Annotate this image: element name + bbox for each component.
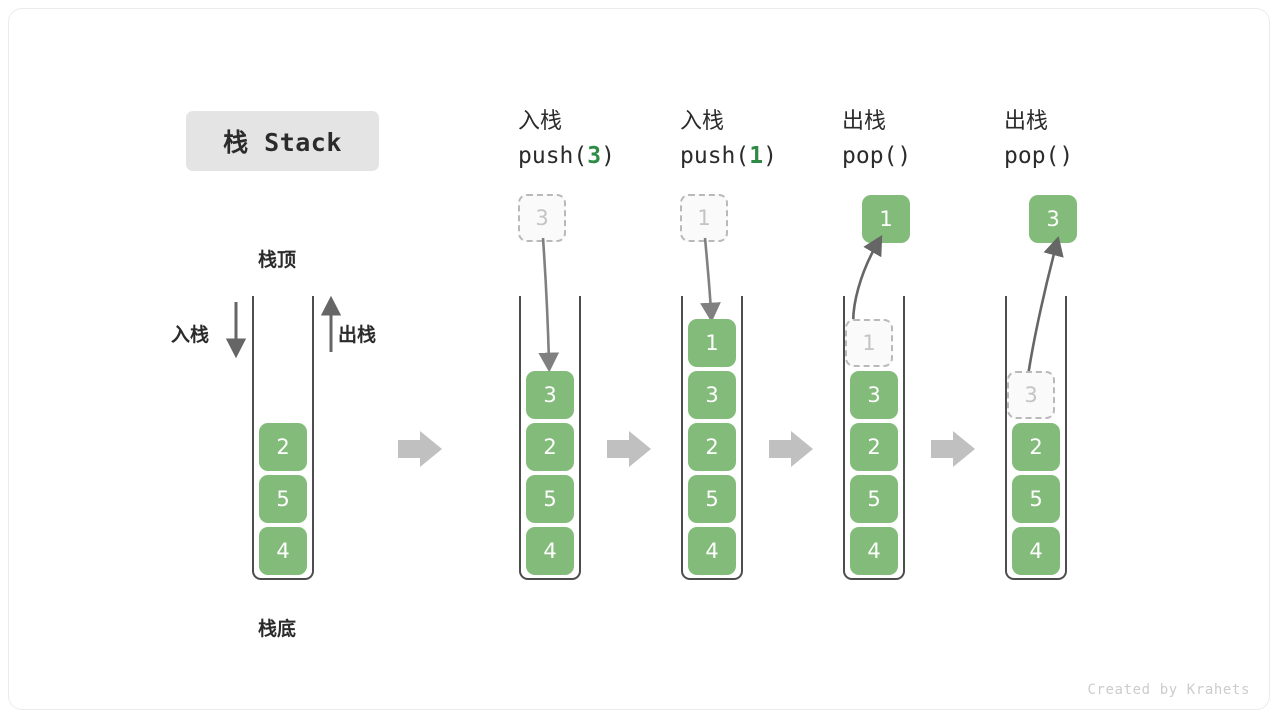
stack-cell: 5: [259, 475, 307, 523]
column-header-cn: 入栈: [680, 109, 725, 134]
column-header-code: push(1): [680, 143, 777, 169]
column-header-push-3: 入栈 push(3): [518, 105, 678, 173]
column-header-pop-3: 出栈 pop(): [1004, 105, 1164, 173]
column-header-code: pop(): [1004, 143, 1074, 169]
flow-arrow-1-icon: [398, 431, 442, 467]
push-3-motion-arrow-icon: [538, 237, 560, 373]
flow-arrow-2-icon: [607, 431, 651, 467]
column-header-code: push(3): [518, 143, 615, 169]
stack-container-pop-3: [1005, 296, 1067, 580]
stack-cell: 5: [850, 475, 898, 523]
stack-cell: 3: [688, 371, 736, 419]
column-header-cn: 出栈: [1004, 109, 1049, 134]
stack-cell: 2: [688, 423, 736, 471]
stack-container-push-3: [519, 296, 581, 580]
stack-cell: 5: [1012, 475, 1060, 523]
stack-cell: 4: [850, 527, 898, 575]
column-header-code: pop(): [842, 143, 912, 169]
stack-cell: 1: [688, 319, 736, 367]
watermark: Created by Krahets: [1087, 682, 1250, 698]
push-direction-arrow-icon: [225, 302, 247, 359]
stack-container-pop-1: [843, 296, 905, 580]
stack-container-initial: [252, 296, 314, 580]
stack-bottom-label: 栈底: [258, 618, 297, 640]
popped-slot-ghost: 3: [1007, 371, 1055, 419]
stack-cell: 4: [688, 527, 736, 575]
flow-arrow-4-icon: [931, 431, 975, 467]
pop-direction-arrow-icon: [320, 295, 342, 352]
push-legend-label: 入栈: [171, 324, 210, 346]
stack-top-label: 栈顶: [258, 249, 297, 271]
stack-cell: 4: [526, 527, 574, 575]
pop-legend-label: 出栈: [338, 324, 377, 346]
column-header-cn: 入栈: [518, 109, 563, 134]
column-header-cn: 出栈: [842, 109, 887, 134]
flow-arrow-3-icon: [769, 431, 813, 467]
stack-cell: 2: [850, 423, 898, 471]
stack-cell: 4: [1012, 527, 1060, 575]
stack-cell: 2: [259, 423, 307, 471]
incoming-element-ghost: 3: [518, 194, 566, 242]
stack-cell: 4: [259, 527, 307, 575]
stack-cell: 3: [850, 371, 898, 419]
stack-container-push-1: [681, 296, 743, 580]
title-badge: 栈 Stack: [186, 111, 379, 171]
pop-3-motion-arrow-icon: [1026, 235, 1064, 377]
stack-cell: 5: [688, 475, 736, 523]
stack-cell: 2: [1012, 423, 1060, 471]
stack-cell: 2: [526, 423, 574, 471]
column-header-pop-1: 出栈 pop(): [842, 105, 1002, 173]
stack-cell: 3: [526, 371, 574, 419]
popped-slot-ghost: 1: [845, 319, 893, 367]
stack-cell: 5: [526, 475, 574, 523]
column-header-push-1: 入栈 push(1): [680, 105, 840, 173]
incoming-element-ghost: 1: [680, 194, 728, 242]
push-1-motion-arrow-icon: [700, 237, 721, 323]
popped-element: 3: [1029, 195, 1077, 243]
